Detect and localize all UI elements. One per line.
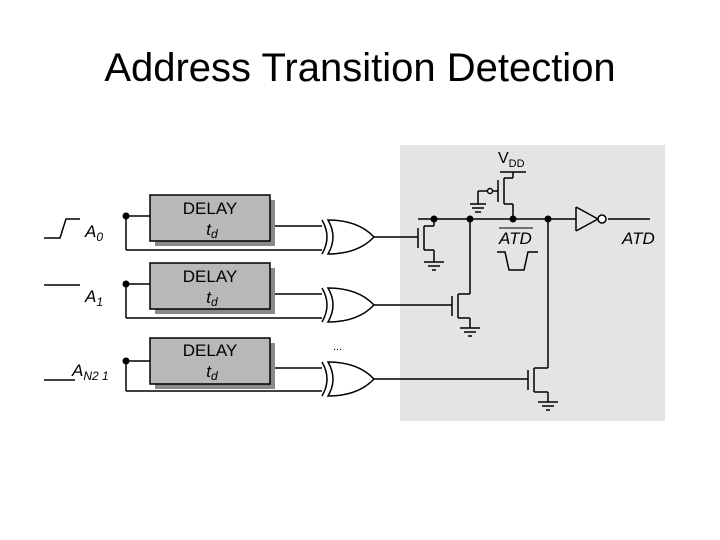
delay-0-td: td <box>206 220 218 241</box>
input-a1-label: A1 <box>84 287 103 309</box>
delay-0-label: DELAY <box>183 199 238 218</box>
input-a0-label: A0 <box>84 222 103 244</box>
atd-node-label: ATD <box>498 229 532 248</box>
xor-gate-1 <box>321 287 376 323</box>
ellipsis: ... <box>333 341 342 353</box>
input-an-label: AN2 1 <box>71 361 109 383</box>
vdd-label: VDD <box>498 150 525 170</box>
delay-block-1 <box>149 262 275 314</box>
input-a0-waveform <box>44 218 80 239</box>
shaded-pulldown-region <box>400 145 665 421</box>
delay-1-td: td <box>206 288 218 309</box>
delay-2-td: td <box>206 362 218 383</box>
atd-output-label: ATD <box>621 229 655 248</box>
delay-2-label: DELAY <box>183 341 238 360</box>
delay-1-label: DELAY <box>183 267 238 286</box>
xor-gate-0 <box>321 219 376 255</box>
xor-gate-2 <box>321 361 376 397</box>
slide-title: Address Transition Detection <box>104 46 616 90</box>
delay-block-0 <box>149 194 275 246</box>
delay-block-2 <box>149 337 275 389</box>
